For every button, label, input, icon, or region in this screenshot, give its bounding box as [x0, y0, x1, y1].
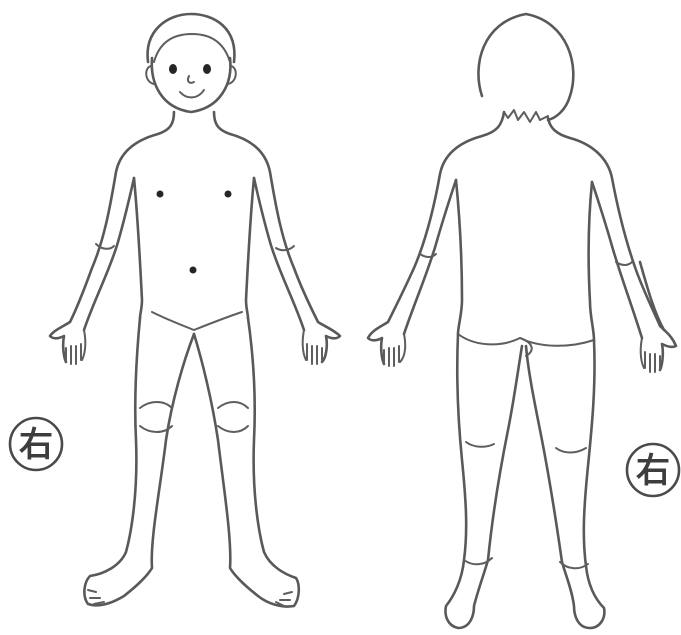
front-face — [152, 58, 231, 112]
back-left-knee — [466, 442, 494, 447]
front-left-hand — [66, 330, 85, 364]
front-nose — [188, 76, 194, 83]
back-left-hand — [384, 334, 405, 366]
front-left-toes — [88, 590, 104, 604]
front-hair — [148, 14, 235, 62]
front-right-knee — [218, 402, 248, 432]
front-torso-right — [246, 178, 254, 318]
back-right-knee — [556, 448, 586, 453]
front-groin-line — [152, 312, 242, 330]
front-right-hand — [303, 330, 322, 364]
front-left-inner-arm — [84, 178, 134, 330]
back-body-figure — [368, 14, 676, 628]
back-torso-right — [589, 182, 594, 340]
back-right-leg — [526, 340, 604, 628]
front-right-inner-arm — [254, 178, 304, 330]
front-left-leg — [84, 318, 194, 605]
front-left-eye — [169, 64, 177, 74]
front-navel — [190, 267, 197, 274]
front-side-marker: 右 — [10, 418, 62, 470]
front-right-toes — [276, 592, 292, 606]
front-body-figure — [50, 14, 340, 607]
front-right-leg — [194, 318, 299, 607]
back-torso-left — [456, 180, 462, 334]
back-head — [478, 14, 573, 120]
front-right-eye — [203, 64, 211, 74]
back-side-label: 右 — [636, 451, 670, 491]
front-torso-left — [134, 178, 142, 318]
back-left-leg — [446, 334, 523, 628]
front-right-nipple — [225, 191, 232, 198]
back-hairline — [504, 110, 548, 122]
back-body-outline — [368, 112, 676, 370]
front-body-outline — [50, 112, 340, 362]
front-mouth — [180, 90, 204, 97]
front-side-label: 右 — [19, 425, 53, 465]
front-hair-fringe — [154, 34, 230, 62]
back-right-hand — [641, 338, 660, 372]
front-left-nipple — [157, 191, 164, 198]
back-right-arm-shadow — [640, 262, 664, 330]
back-side-marker: 右 — [627, 444, 679, 496]
back-right-elbow — [616, 262, 632, 265]
